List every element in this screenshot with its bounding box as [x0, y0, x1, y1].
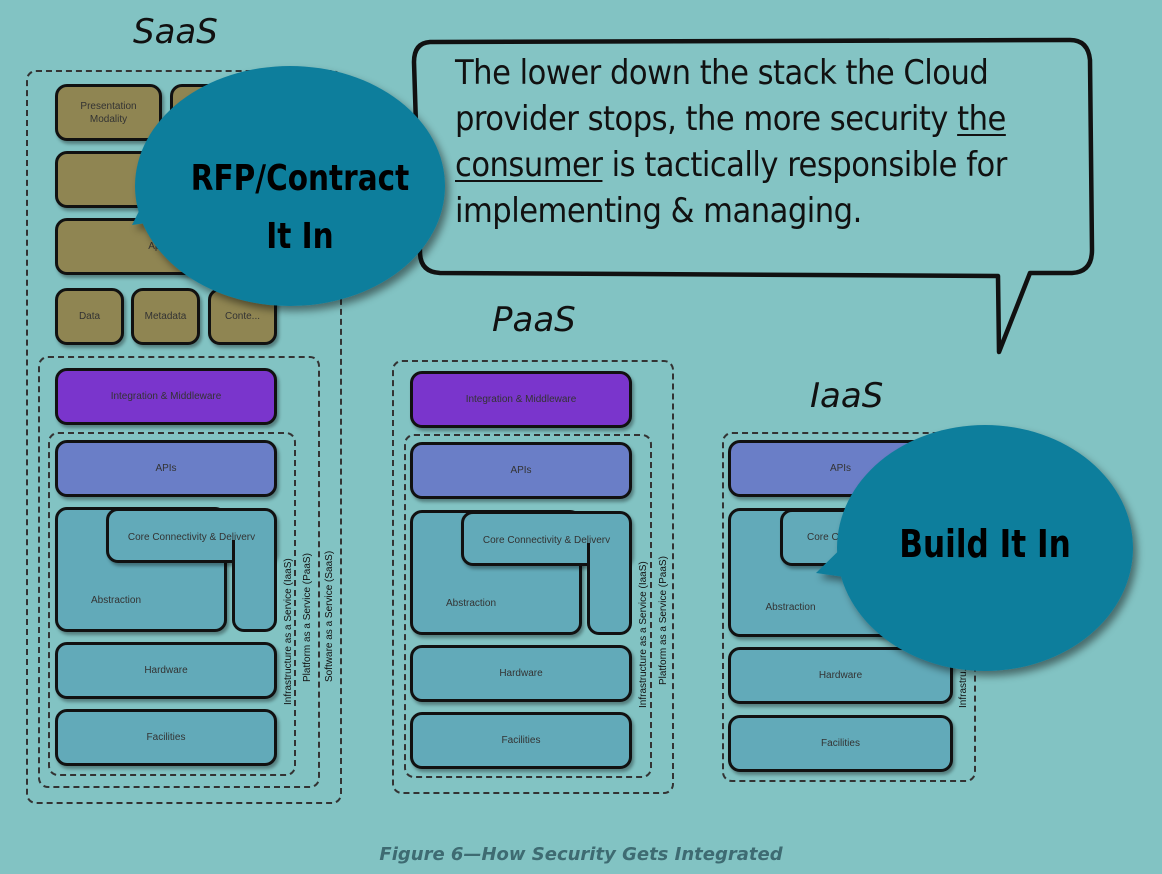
- iaas-title: IaaS: [810, 376, 884, 416]
- saas-core-connectivity-leg: [232, 540, 277, 632]
- quote-underlined: the consumer: [455, 99, 1006, 185]
- quote-bubble-outline: [411, 37, 1095, 355]
- rfp-text-line2: It In: [266, 216, 334, 257]
- rfp-bubble: [132, 66, 445, 306]
- figure-caption: Figure 6—How Security Gets Integrated: [379, 844, 783, 865]
- paas-title: PaaS: [492, 300, 576, 340]
- build-text: Build It In: [899, 522, 1071, 566]
- rfp-text-line1: RFP/Contract: [190, 158, 410, 199]
- saas-hardware: Hardware: [55, 642, 277, 699]
- saas-iaas-scope-border: [48, 432, 296, 776]
- saas-paas-scope-border: [38, 356, 320, 788]
- saas-apis: APIs: [55, 440, 277, 497]
- rfp-text: RFP/Contract It In: [185, 150, 415, 266]
- saas-facilities: Facilities: [55, 709, 277, 766]
- saas-data: Data: [55, 288, 124, 345]
- saas-scope-border: [26, 70, 342, 804]
- paas-facilities: Facilities: [410, 712, 632, 769]
- iaas-facilities: Facilities: [728, 715, 953, 772]
- paas-core-connectivity: Core Connectivity & Delivery: [461, 511, 632, 566]
- paas-iaas-scope-border: [404, 434, 652, 778]
- saas-integration-middleware: Integration & Middleware: [55, 368, 277, 425]
- saas-presentation-modality: Presentation Modality: [55, 84, 162, 141]
- saas-title: SaaS: [133, 12, 218, 52]
- paas-hardware: Hardware: [410, 645, 632, 702]
- quote-part2: is tactically responsible for implementi…: [455, 145, 1007, 231]
- paas-apis: APIs: [410, 442, 632, 499]
- paas-integration-middleware: Integration & Middleware: [410, 371, 632, 428]
- paas-core-connectivity-leg: [587, 543, 632, 635]
- quote-text: The lower down the stack the Cloud provi…: [455, 50, 1045, 234]
- paas-scope-border: [392, 360, 674, 794]
- quote-part1: The lower down the stack the Cloud provi…: [455, 53, 989, 139]
- build-bubble: [816, 425, 1133, 671]
- saas-metadata: Metadata: [131, 288, 200, 345]
